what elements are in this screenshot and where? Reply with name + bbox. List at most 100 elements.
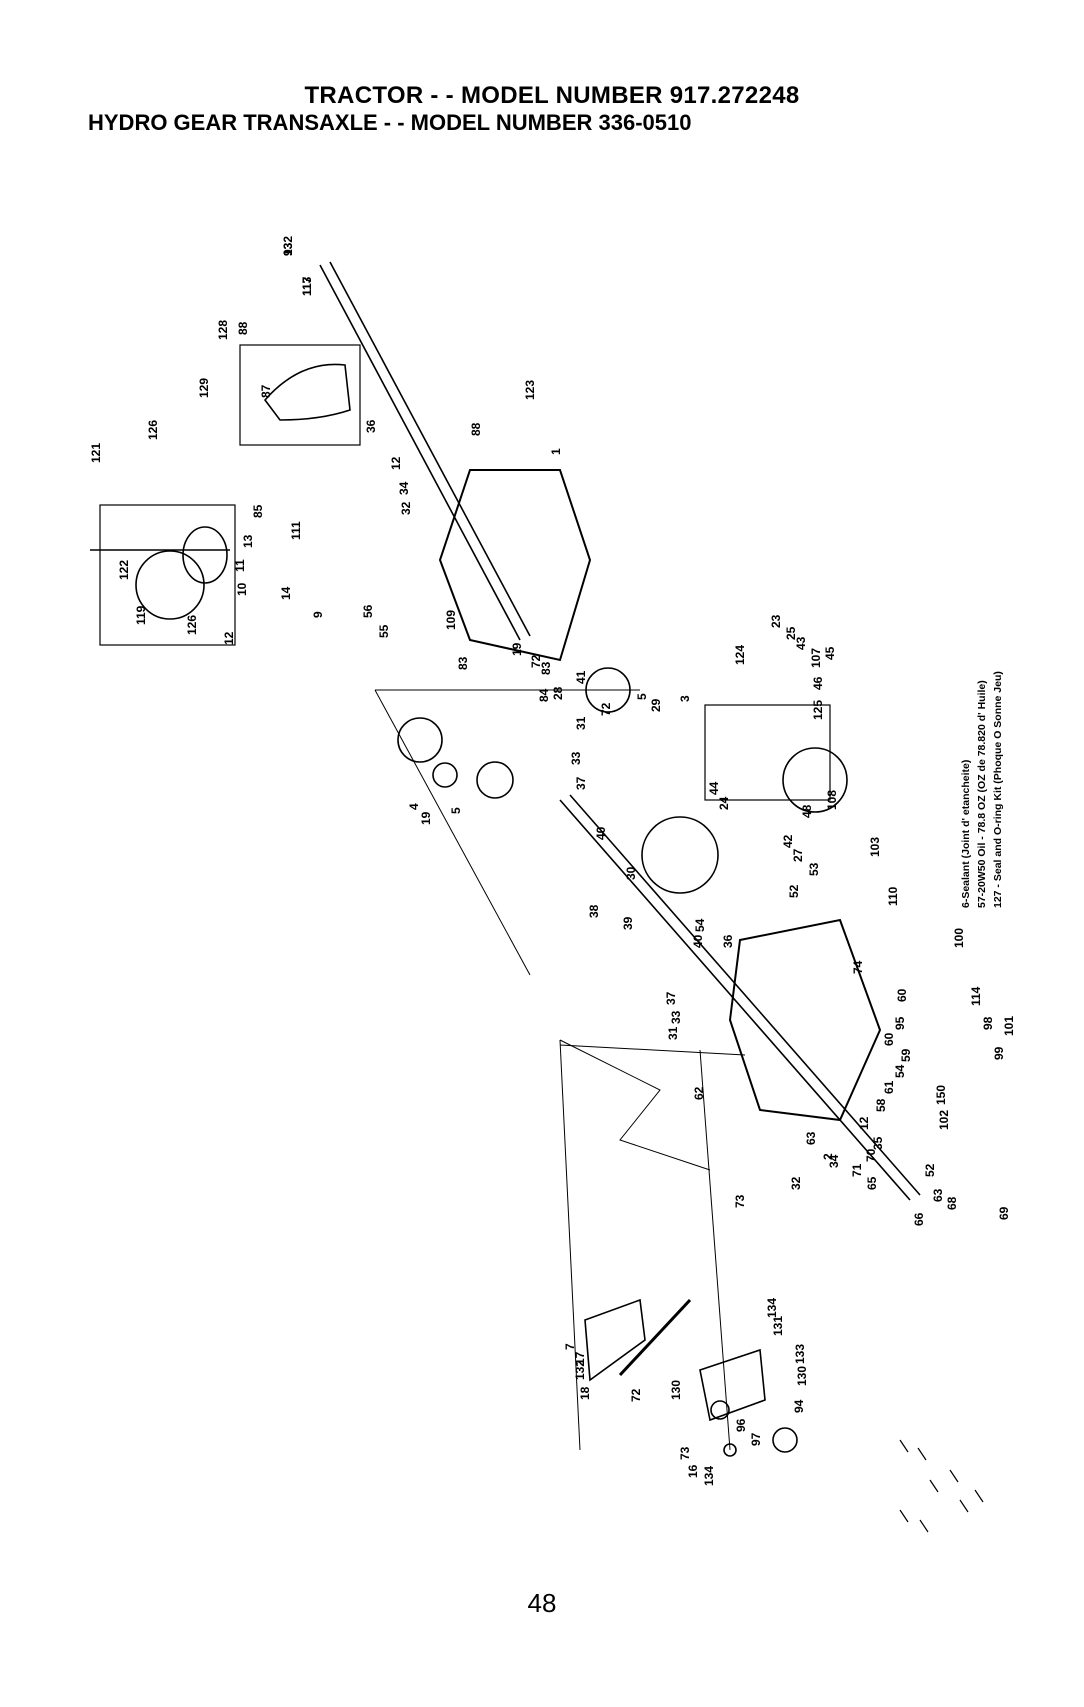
part-callout-113: 113 xyxy=(300,276,314,296)
part-callout-73: 73 xyxy=(733,1194,747,1208)
part-callout-134: 134 xyxy=(765,1298,779,1318)
part-callout-11: 11 xyxy=(233,559,247,572)
part-callout-108: 108 xyxy=(825,790,839,810)
part-callout-30: 30 xyxy=(624,866,638,880)
part-callout-32: 32 xyxy=(789,1176,803,1190)
part-callout-131: 131 xyxy=(771,1316,785,1336)
part-callout-39: 39 xyxy=(621,916,635,930)
part-callout-59: 59 xyxy=(899,1048,913,1062)
part-callout-23: 23 xyxy=(769,614,783,628)
part-callout-40: 40 xyxy=(691,934,705,948)
part-callout-126: 126 xyxy=(185,615,199,635)
part-callout-134: 134 xyxy=(702,1466,716,1486)
note-sealant: 6-Sealant (Joint d' etancheite) xyxy=(960,759,972,908)
part-callout-19: 19 xyxy=(510,642,524,656)
part-callout-52: 52 xyxy=(787,884,801,898)
part-callout-5: 5 xyxy=(449,807,463,814)
part-callout-46: 46 xyxy=(811,676,825,690)
part-callout-130: 130 xyxy=(795,1366,809,1386)
part-callout-150: 150 xyxy=(934,1085,948,1105)
diagram-notes: 6-Sealant (Joint d' etancheite) 57-20W50… xyxy=(958,671,1006,908)
part-callout-10: 10 xyxy=(235,582,249,596)
part-callout-9: 9 xyxy=(311,611,325,618)
part-callout-37: 37 xyxy=(574,776,588,790)
part-callout-102: 102 xyxy=(937,1110,951,1130)
part-callout-32: 32 xyxy=(399,501,413,515)
part-callout-62: 62 xyxy=(692,1086,706,1100)
part-callout-101: 101 xyxy=(1002,1016,1016,1036)
part-callout-107: 107 xyxy=(809,648,823,668)
part-callout-60: 60 xyxy=(895,988,909,1002)
part-callout-41: 41 xyxy=(574,670,588,684)
part-callout-13: 13 xyxy=(241,534,255,548)
part-callout-60: 60 xyxy=(882,1032,896,1046)
part-callout-44: 44 xyxy=(707,781,721,795)
part-callout-45: 45 xyxy=(823,646,837,660)
part-callout-29: 29 xyxy=(649,698,663,712)
part-callout-111: 111 xyxy=(289,521,303,540)
part-callout-54: 54 xyxy=(893,1064,907,1078)
note-oil: 57-20W50 Oil - 78.8 OZ (OZ de 78.820 d' … xyxy=(976,680,988,908)
part-callout-99: 99 xyxy=(992,1046,1006,1060)
part-callout-83: 83 xyxy=(539,661,553,675)
part-callout-132: 132 xyxy=(573,1360,587,1380)
part-callout-42: 42 xyxy=(781,834,795,848)
part-callout-24: 24 xyxy=(717,796,731,810)
part-callout-88: 88 xyxy=(469,422,483,436)
part-callout-58: 58 xyxy=(874,1098,888,1112)
part-callout-98: 98 xyxy=(981,1016,995,1030)
lower-housing xyxy=(728,918,882,1122)
part-callout-61: 61 xyxy=(882,1080,896,1094)
part-callout-128: 128 xyxy=(216,320,230,340)
control-rod xyxy=(618,1298,692,1377)
part-callout-5: 5 xyxy=(635,693,649,700)
part-callout-7: 7 xyxy=(563,1343,577,1350)
part-callout-40: 40 xyxy=(594,826,608,840)
part-callout-56: 56 xyxy=(361,604,375,618)
part-callout-73: 73 xyxy=(678,1446,692,1460)
part-callout-96: 96 xyxy=(734,1418,748,1432)
part-callout-123: 123 xyxy=(523,380,537,400)
part-callout-70: 70 xyxy=(864,1148,878,1162)
part-callout-122: 122 xyxy=(117,560,131,580)
part-callout-17: 17 xyxy=(573,1351,587,1365)
part-callout-54: 54 xyxy=(693,918,707,932)
part-callout-16: 16 xyxy=(686,1464,700,1478)
part-callout-87: 87 xyxy=(259,384,273,398)
part-callout-25: 25 xyxy=(784,626,798,640)
part-callout-37: 37 xyxy=(664,991,678,1005)
part-callout-110: 110 xyxy=(886,886,900,906)
part-callout-125: 125 xyxy=(811,700,825,720)
part-callout-69: 69 xyxy=(997,1206,1011,1220)
part-callout-36: 36 xyxy=(721,934,735,948)
part-callout-63: 63 xyxy=(804,1131,818,1145)
part-callout-19: 19 xyxy=(419,811,433,825)
part-callout-68: 68 xyxy=(945,1196,959,1210)
part-callout-95: 95 xyxy=(893,1016,907,1030)
part-callout-93: 93 xyxy=(281,242,295,256)
belt-cover-box xyxy=(239,344,361,446)
part-callout-14: 14 xyxy=(279,586,293,600)
part-callout-1: 1 xyxy=(549,448,563,455)
part-callout-124: 124 xyxy=(733,645,747,665)
part-callout-132: 132 xyxy=(281,236,295,256)
part-callout-109: 109 xyxy=(444,610,458,630)
part-callout-84: 84 xyxy=(537,688,551,702)
upper-axle-shaft xyxy=(319,264,521,641)
part-callout-52: 52 xyxy=(923,1163,937,1177)
part-callout-34: 34 xyxy=(827,1154,841,1168)
part-callout-34: 34 xyxy=(397,481,411,495)
part-callout-12: 12 xyxy=(222,631,236,645)
part-callout-88: 88 xyxy=(236,321,250,335)
part-callout-33: 33 xyxy=(569,751,583,765)
page-title-tractor: TRACTOR - - MODEL NUMBER 917.272248 xyxy=(304,82,800,109)
part-callout-38: 38 xyxy=(587,904,601,918)
part-callout-74: 74 xyxy=(851,960,865,974)
part-callout-4: 4 xyxy=(407,803,421,810)
part-callout-3: 3 xyxy=(678,695,692,702)
part-callout-65: 65 xyxy=(865,1176,879,1190)
part-callout-36: 36 xyxy=(364,419,378,433)
part-callout-48: 48 xyxy=(800,804,814,818)
